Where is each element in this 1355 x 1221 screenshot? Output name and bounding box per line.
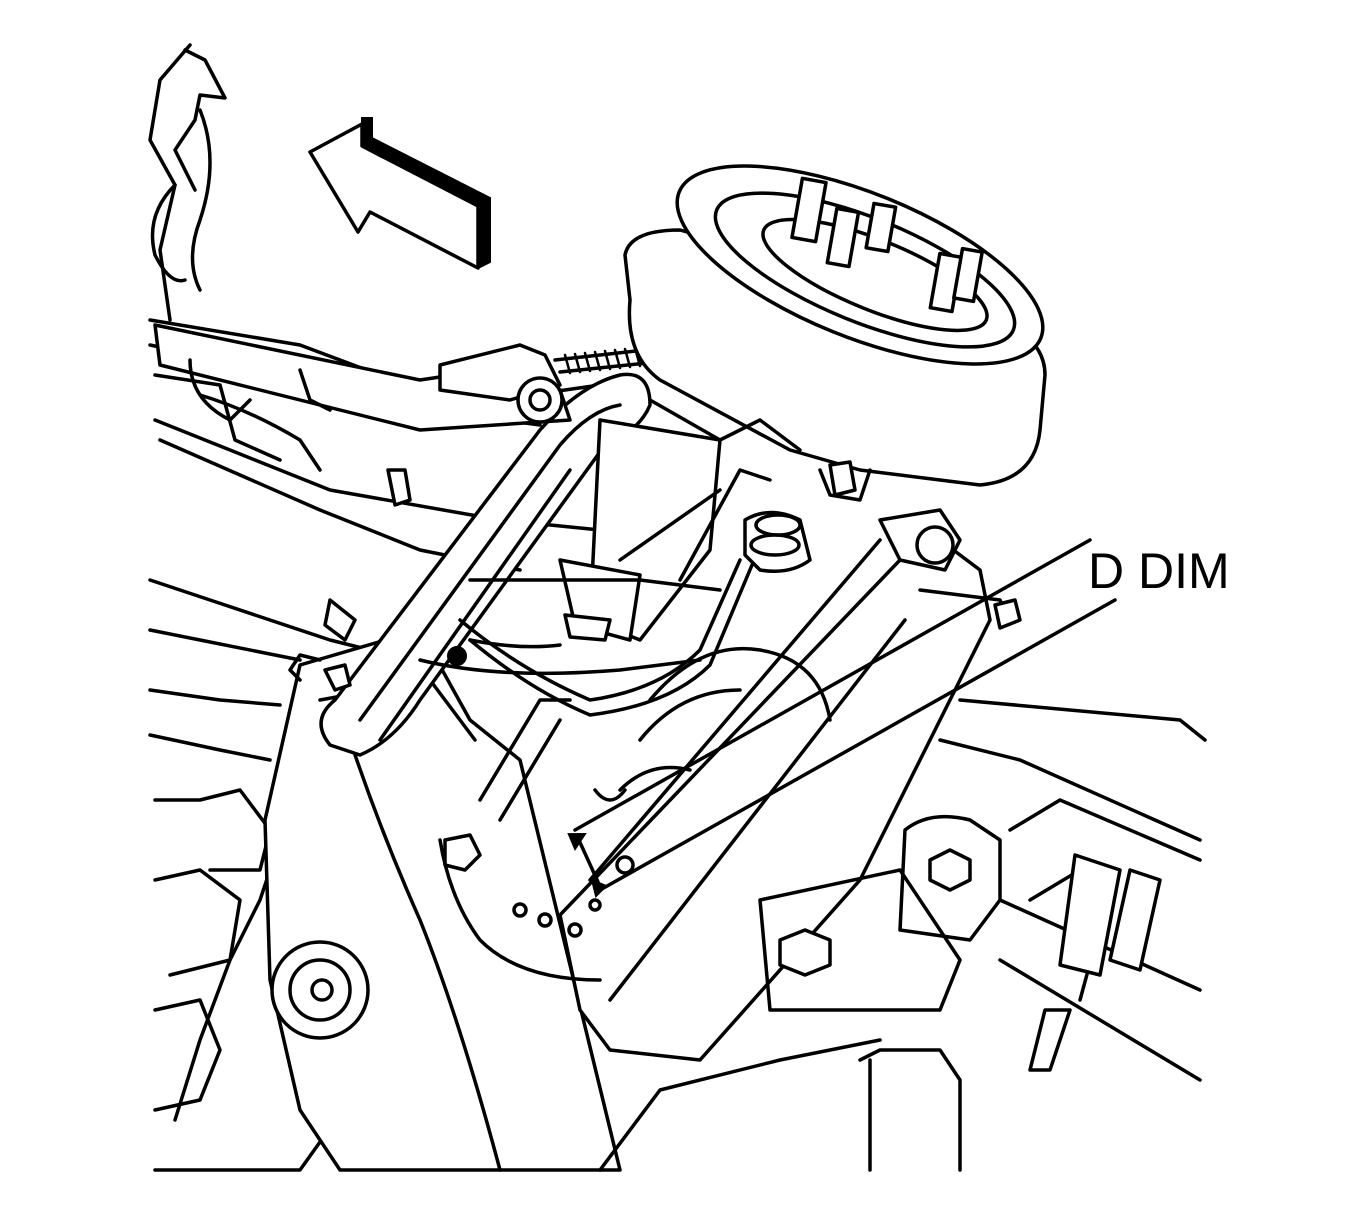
lower-control-arm bbox=[263, 598, 622, 1172]
strut-assembly bbox=[418, 418, 722, 676]
hub-rotor bbox=[438, 646, 832, 982]
stabilizer-link bbox=[319, 372, 652, 757]
fasteners bbox=[323, 460, 1022, 938]
brake-line bbox=[458, 510, 812, 717]
bolt-head-right bbox=[928, 848, 972, 892]
bolt-head-lower bbox=[778, 928, 832, 977]
d-dim-measurement bbox=[567, 538, 1117, 898]
strut-mount bbox=[623, 164, 1047, 502]
bushing-bolt-left bbox=[270, 940, 370, 1040]
arrow-front-icon bbox=[308, 117, 491, 270]
steering-knuckle bbox=[558, 468, 1012, 1062]
mount-studs bbox=[790, 176, 984, 314]
callout-label: D DIM bbox=[1088, 543, 1230, 599]
crossmember-right bbox=[598, 698, 1207, 1172]
upper-control-arm bbox=[153, 323, 697, 432]
